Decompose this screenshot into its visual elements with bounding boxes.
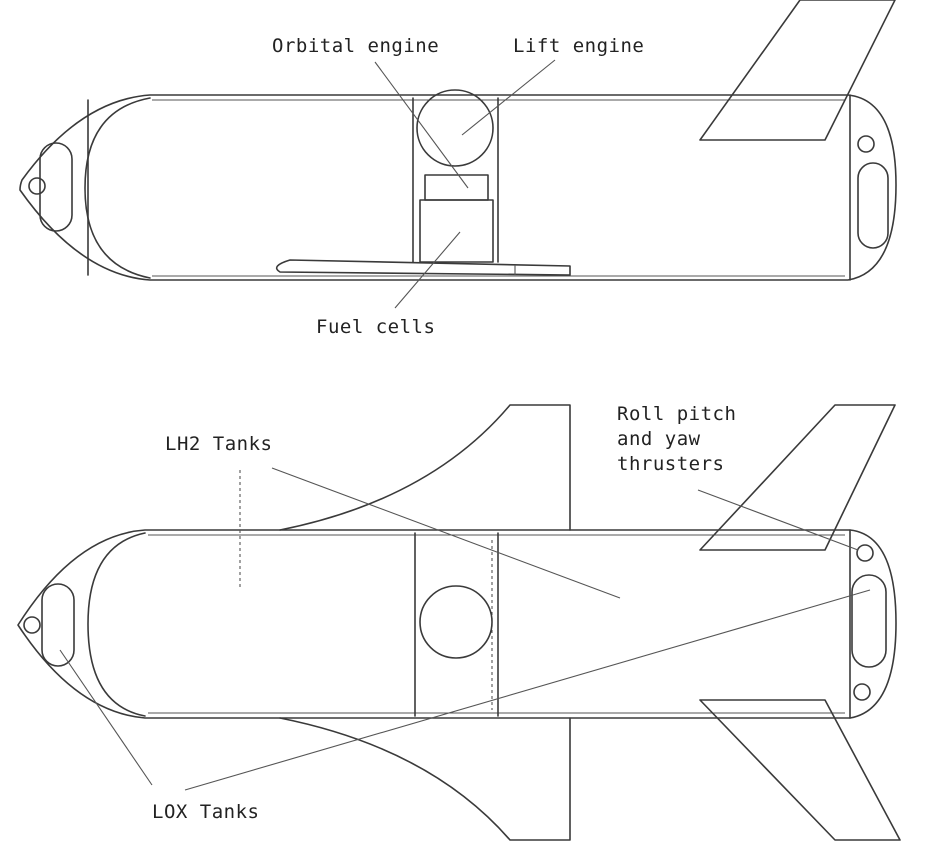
thrusters-label-line1: Roll pitch <box>617 403 736 425</box>
bottom-tail-fin-lower <box>699 699 901 841</box>
top-view: Orbital engine Lift engine Fuel cells <box>19 0 897 338</box>
bottom-forward-wing-upper <box>279 404 571 531</box>
bottom-aft-port-upper <box>856 544 874 562</box>
bottom-engine-circle <box>419 585 493 659</box>
fuel-cells-leader <box>394 231 461 309</box>
lift-engine-label: Lift engine <box>513 35 644 57</box>
top-aft-window <box>857 162 889 249</box>
bottom-view: LH2 Tanks Roll pitch and yaw thrusters L… <box>17 403 901 841</box>
lox-tanks-leader-aft <box>184 589 871 791</box>
top-fuselage-outline <box>19 94 897 281</box>
lift-engine-circle <box>416 89 494 167</box>
bottom-forward-tank-dome <box>87 532 146 717</box>
thrusters-leader <box>697 489 859 551</box>
bottom-nose-port <box>23 616 41 634</box>
lh2-tanks-label: LH2 Tanks <box>165 433 272 455</box>
bottom-aft-port-lower <box>853 683 871 701</box>
fuel-cells-label: Fuel cells <box>316 316 435 338</box>
bottom-aft-window <box>851 574 887 668</box>
top-nose-port <box>28 177 46 195</box>
thrusters-label-line2: and yaw <box>617 428 701 450</box>
top-keel-skid <box>275 259 571 276</box>
lox-tanks-leader-fwd <box>59 649 153 786</box>
lh2-tanks-leader <box>271 467 621 599</box>
fuel-cells-block <box>419 199 494 263</box>
orbital-engine-label: Orbital engine <box>272 35 439 57</box>
top-nose-window <box>39 142 73 232</box>
top-aft-port <box>857 135 875 153</box>
lox-tanks-label: LOX Tanks <box>152 801 259 823</box>
bottom-forward-wing-lower <box>279 717 571 841</box>
bottom-nose-window <box>41 583 75 667</box>
thrusters-label-line3: thrusters <box>617 453 724 475</box>
lift-engine-leader <box>461 59 556 136</box>
top-forward-tank-dome <box>84 97 151 279</box>
bottom-fuselage-outline <box>17 529 897 719</box>
orbital-engine-block <box>424 174 489 201</box>
bottom-tail-fin-upper <box>699 404 896 551</box>
top-tail-fin <box>699 0 896 141</box>
orbital-engine-leader <box>374 61 469 189</box>
